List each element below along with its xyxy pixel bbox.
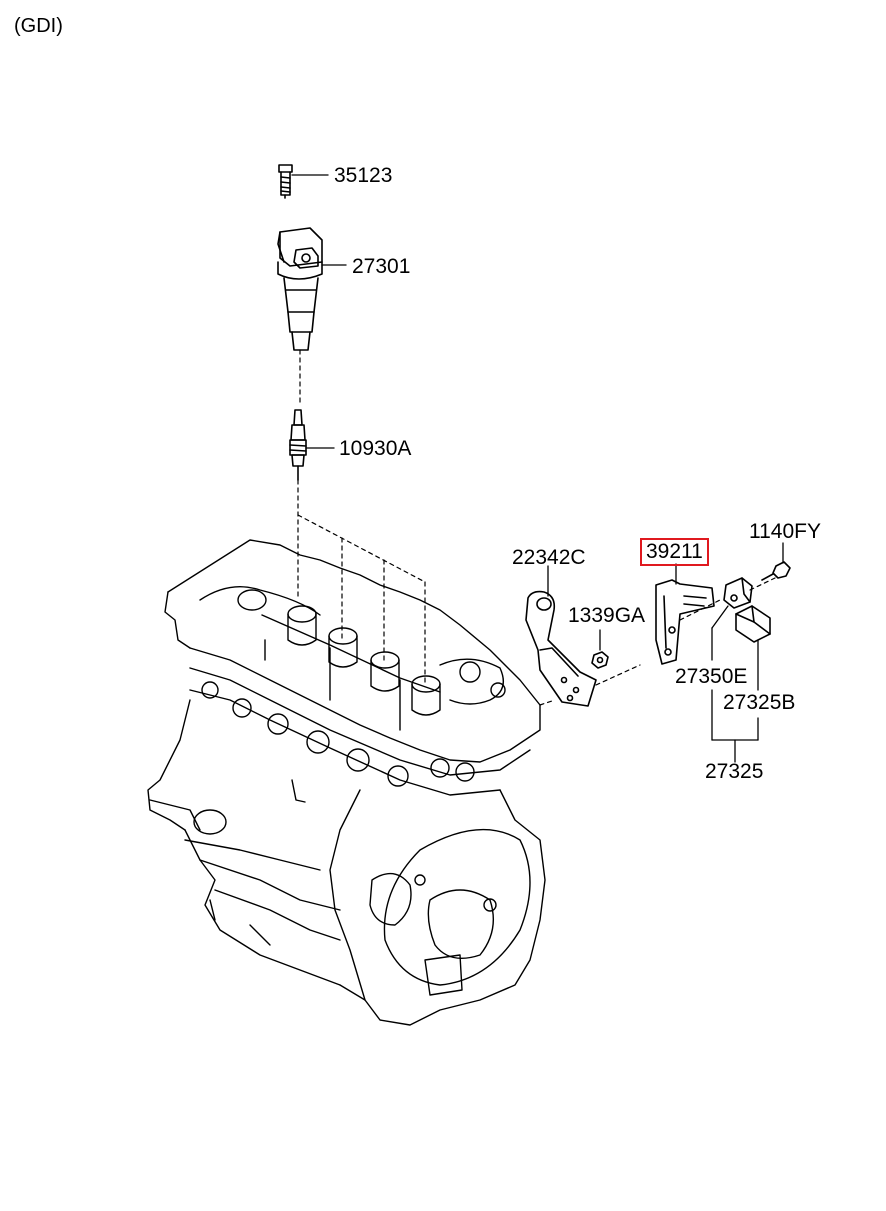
- part-label-35123[interactable]: 35123: [334, 164, 393, 187]
- part-label-27350E[interactable]: 27350E: [675, 665, 748, 688]
- nut-1339GA-drawing: [591, 629, 609, 669]
- part-label-27301[interactable]: 27301: [352, 255, 411, 278]
- bracket-39211-drawing: [655, 563, 721, 665]
- part-label-1140FY[interactable]: 1140FY: [749, 520, 821, 543]
- part-label-1339GA[interactable]: 1339GA: [568, 604, 646, 627]
- bracket-22342C-drawing: [525, 565, 641, 707]
- part-label-27325B[interactable]: 27325B: [723, 691, 796, 714]
- spark-plug-10930A-drawing: [289, 409, 426, 685]
- engine-block-drawing: [147, 539, 546, 1026]
- part-label-27325[interactable]: 27325: [705, 760, 764, 783]
- bolt-1140FY-drawing: [761, 542, 791, 581]
- bolt-35123-drawing: [278, 164, 329, 201]
- assembly-27325-bracket: [711, 689, 759, 763]
- part-label-10930A[interactable]: 10930A: [339, 437, 412, 460]
- variant-label: (GDI): [14, 15, 63, 37]
- part-label-22342C[interactable]: 22342C: [512, 546, 586, 569]
- ignition-coil-27301-drawing: [277, 227, 347, 406]
- part-label-39211-highlighted[interactable]: 39211: [640, 538, 709, 566]
- connector-27325B-drawing: [735, 605, 771, 691]
- knock-sensor-27350E-drawing: [711, 577, 776, 661]
